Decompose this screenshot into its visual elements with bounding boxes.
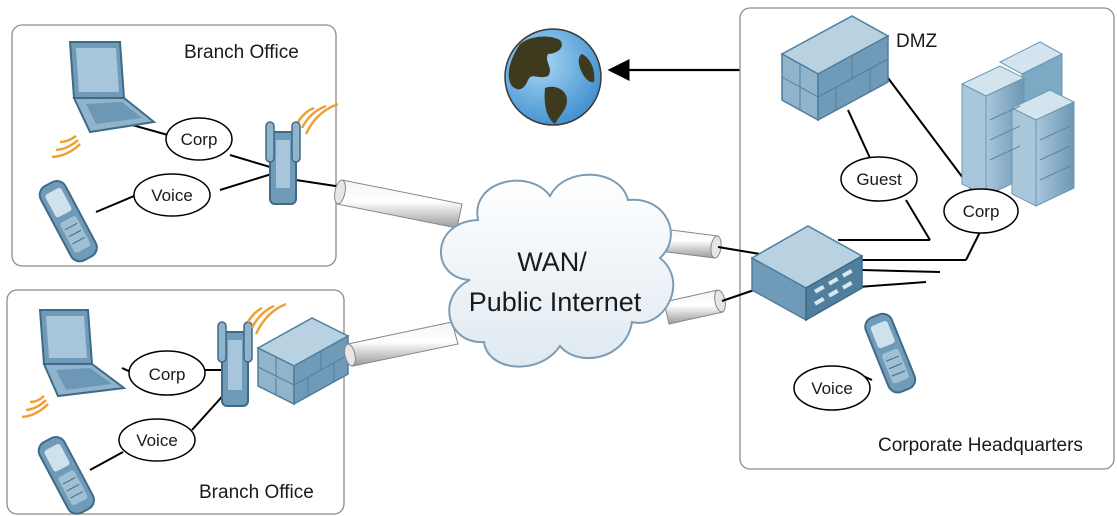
voice-oval	[793, 365, 871, 411]
branch-office-2: Branch Office	[6, 289, 350, 515]
corp-oval	[165, 117, 233, 161]
wan-tunnel-icon	[344, 321, 459, 367]
branch-office-2-title: Branch Office	[199, 482, 314, 503]
corp-label: Corp	[963, 202, 1000, 221]
voice-label: Voice	[811, 379, 853, 398]
branch-office-1-title: Branch Office	[184, 42, 299, 63]
controller-icon	[750, 225, 864, 322]
branch-office-1: Branch Office	[11, 24, 343, 267]
firewall-icon	[256, 317, 350, 406]
server-icon	[960, 41, 1076, 207]
corporate-headquarters: Corporate Headquarters	[717, 7, 1115, 470]
voice-oval	[118, 418, 196, 462]
globe-icon	[504, 28, 602, 126]
corp-oval	[128, 350, 206, 396]
laptop-icon	[68, 41, 157, 134]
wifi-icon	[51, 134, 81, 159]
voice-oval	[133, 173, 211, 217]
access-point-icon	[217, 321, 253, 407]
voice-label: Voice	[136, 431, 178, 450]
guest-label: Guest	[856, 170, 902, 189]
wan-label-line2: Public Internet	[469, 287, 642, 317]
corp-label: Corp	[181, 130, 218, 149]
desk-phone-icon	[864, 312, 917, 394]
desk-phone-icon	[37, 436, 95, 515]
wifi-icon	[246, 302, 287, 335]
desk-phone-icon	[38, 180, 98, 263]
wan-tunnel-icon	[663, 289, 726, 325]
guest-oval	[840, 156, 918, 202]
wan-tunnel-icon	[334, 179, 463, 229]
cloud-icon: WAN/ Public Internet	[439, 173, 675, 368]
wan-label-line1: WAN/	[517, 247, 587, 277]
access-point-icon	[265, 121, 301, 205]
dmz-label: DMZ	[896, 31, 938, 52]
headquarters-title: Corporate Headquarters	[878, 435, 1083, 456]
firewall-icon	[780, 15, 890, 122]
corp-label: Corp	[149, 365, 186, 384]
voice-label: Voice	[151, 186, 193, 205]
wifi-icon	[296, 102, 339, 135]
corp-oval	[943, 188, 1019, 234]
laptop-icon	[38, 309, 127, 398]
wifi-icon	[21, 395, 49, 419]
